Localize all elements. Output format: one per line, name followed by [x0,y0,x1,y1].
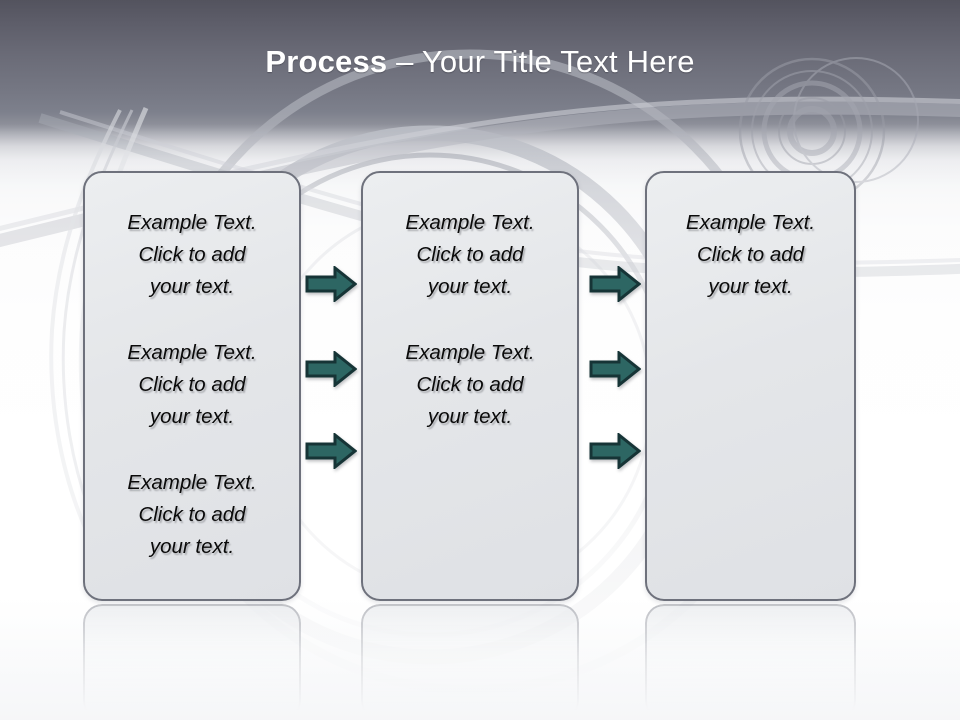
arrow-right-icon[interactable] [589,266,641,302]
process-box-2[interactable]: Example Text. Click to add your text. Ex… [361,171,579,601]
page-title-strong: Process [265,44,388,79]
process-box-1-content: Example Text. Click to add your text. Ex… [85,173,299,563]
text-block[interactable]: Example Text. Click to add your text. [685,211,816,298]
page-title-rest: – Your Title Text Here [387,44,695,79]
text-block[interactable]: Example Text. Click to add your text. [127,471,257,558]
arrow-right-icon[interactable] [305,351,357,387]
process-box-3[interactable]: Example Text. Click to add your text. [645,171,856,601]
slide-title-bar: Process – Your Title Text Here [0,0,960,118]
page-title: Process – Your Title Text Here [265,38,694,80]
text-block[interactable]: Example Text. Click to add your text. [405,211,535,298]
arrow-right-icon[interactable] [305,266,357,302]
arrow-right-icon[interactable] [589,351,641,387]
process-box-2-content: Example Text. Click to add your text. Ex… [363,173,577,433]
text-block[interactable]: Example Text. Click to add your text. [127,211,257,298]
process-box-1[interactable]: Example Text. Click to add your text. Ex… [83,171,301,601]
arrow-right-icon[interactable] [305,433,357,469]
text-block[interactable]: Example Text. Click to add your text. [127,341,257,428]
text-block[interactable]: Example Text. Click to add your text. [405,341,535,428]
process-box-3-content: Example Text. Click to add your text. [647,173,854,303]
arrow-right-icon[interactable] [589,433,641,469]
